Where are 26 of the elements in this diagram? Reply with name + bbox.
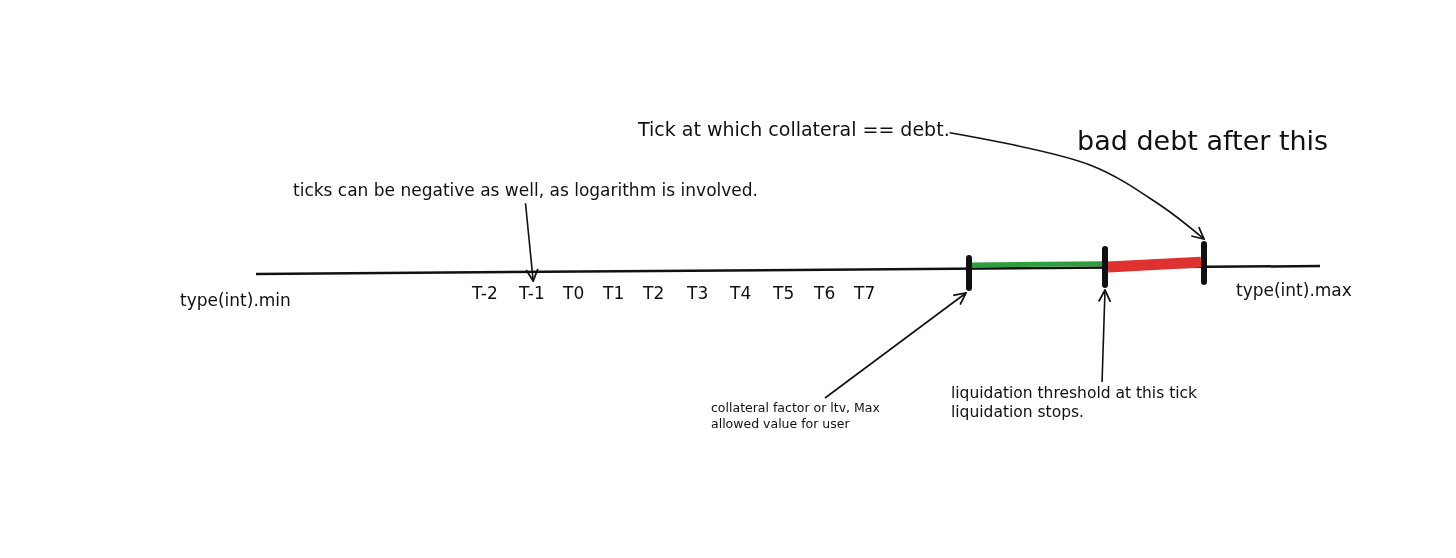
annotation-text: Tick at which collateral == debt. [638, 118, 950, 142]
leader-line [824, 292, 967, 399]
tick-label: T6 [814, 283, 836, 305]
tick-label: T2 [643, 283, 665, 305]
tick-mark [1201, 241, 1207, 285]
leader-line [524, 202, 539, 282]
leader-line [1097, 289, 1112, 383]
tick-mark [966, 255, 972, 291]
tick-label: T-1 [519, 283, 545, 305]
tick-label: T0 [563, 283, 585, 305]
tick-mark [1102, 246, 1108, 288]
tick-label: T3 [687, 283, 709, 305]
annotation-text: liquidation threshold at this tick liquidation stops. [951, 384, 1236, 423]
axis-end-label: type(int).min [180, 290, 291, 312]
axis-end-label: type(int).max [1236, 280, 1352, 302]
tick-label: T1 [603, 283, 625, 305]
range-segment [1107, 256, 1202, 273]
range-segment [971, 261, 1103, 268]
annotation-text: collateral factor or ltv, Max allowed value for user [711, 400, 901, 432]
tick-label: T5 [773, 283, 795, 305]
annotation-text: ticks can be negative as well, as logarithm is involved. [293, 180, 758, 202]
annotation-heading: bad debt after this [1077, 124, 1329, 158]
tick-label: T7 [854, 283, 876, 305]
tick-label: T-2 [472, 283, 498, 305]
leader-line [948, 131, 1205, 240]
tick-label: T4 [730, 283, 752, 305]
